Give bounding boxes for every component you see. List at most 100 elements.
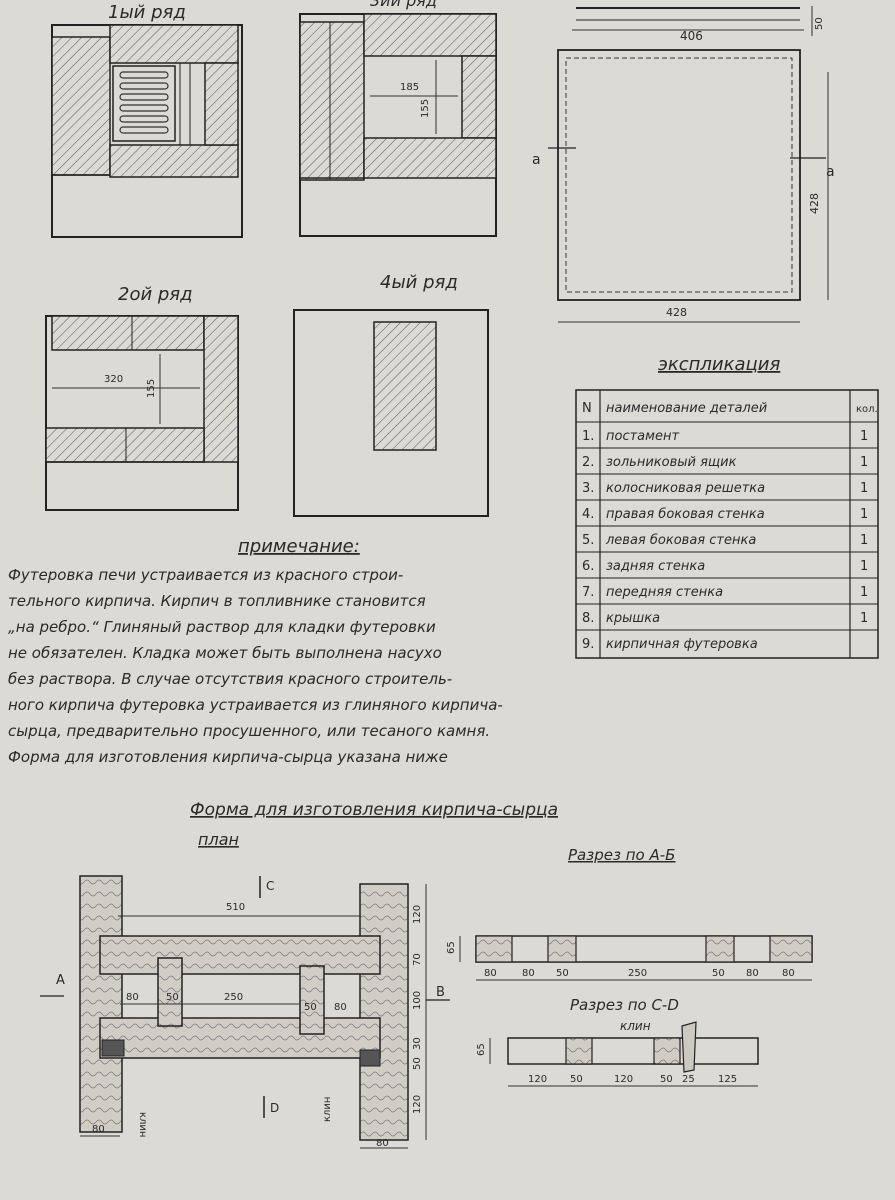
- note-line-6: ного кирпича футеровка устраивается из г…: [8, 696, 503, 714]
- row-qty: 1: [860, 533, 868, 548]
- dim-v3: 100: [412, 991, 423, 1010]
- ab-dim-2: 80: [522, 968, 535, 979]
- dim-left-w: 80: [126, 992, 139, 1003]
- row-name: колосниковая решетка: [606, 481, 765, 496]
- mold-section: Форма для изготовления кирпича-сырца пла…: [190, 800, 675, 864]
- row-number: 8.: [582, 611, 594, 626]
- dim-v1: 120: [412, 905, 423, 924]
- lid-outline: [557, 49, 801, 301]
- row-name: передняя стенка: [606, 585, 723, 600]
- ab-dim-height: 65: [446, 941, 457, 954]
- row1-title: 1ый ряд: [108, 2, 186, 23]
- note-line-3: „на ребро.“ Глиняный раствор для кладки …: [8, 618, 436, 636]
- wedge-label: клин: [620, 1019, 651, 1033]
- left-block: [157, 957, 183, 1027]
- right-board: [359, 883, 409, 1141]
- row-qty: 1: [860, 481, 868, 496]
- row-qty: 1: [860, 611, 868, 626]
- table-row: 6. задняя стенка 1: [582, 559, 868, 574]
- wedge-right: [359, 1049, 381, 1067]
- cd-dim-4: 50: [660, 1074, 673, 1085]
- lid-dim-top: 406: [680, 29, 703, 43]
- row-number: 3.: [582, 481, 594, 496]
- row1-right-brick: [204, 62, 239, 146]
- mark-d: D: [270, 1101, 279, 1115]
- row-qty: 1: [860, 507, 868, 522]
- explication-header-name: наименование деталей: [606, 401, 767, 416]
- section-mark-right: a: [826, 164, 835, 180]
- left-board: [79, 875, 123, 1133]
- mark-a: А: [56, 973, 65, 988]
- table-row: 7. передняя стенка 1: [582, 585, 868, 600]
- ab-dim-6: 80: [746, 968, 759, 979]
- explication-header-qty: кол.: [856, 404, 878, 415]
- row3-dim-height: 155: [420, 99, 431, 118]
- row-name: зольниковый ящик: [606, 455, 737, 470]
- section-mark-left: a: [532, 152, 541, 168]
- row-number: 9.: [582, 637, 594, 652]
- row-name: задняя стенка: [606, 559, 705, 574]
- mold-plan: 510 80 50 250 50 80 80 80 120 70 100 30 …: [40, 875, 450, 1149]
- row2-dim-height: 155: [146, 379, 157, 398]
- dim-left-pad: 50: [166, 992, 179, 1003]
- row4-plan: 4ый ряд: [293, 272, 489, 517]
- mark-b: В: [436, 985, 445, 1000]
- dim-overall: 510: [226, 902, 245, 913]
- bottom-rail: [99, 1017, 381, 1059]
- grate-icon: [112, 65, 176, 142]
- section-ab-body: [475, 935, 813, 963]
- row3-right-brick: [461, 55, 497, 139]
- row1-left-brick: [51, 36, 111, 176]
- note-line-7: сырца, предварительно просушенного, или …: [8, 722, 490, 740]
- mark-c: С: [266, 879, 274, 893]
- row3-dim-width: 185: [400, 82, 419, 93]
- row-name: кирпичная футеровка: [606, 637, 758, 652]
- dim-v6: 120: [412, 1095, 423, 1114]
- row-qty: 1: [860, 455, 868, 470]
- table-row: 2. зольниковый ящик 1: [582, 455, 868, 470]
- lid-dim-side: 428: [808, 193, 821, 214]
- lid-inner-dashed: [565, 57, 793, 293]
- section-cd: Разрез по С-D клин 65 120 50 120 50 25 1…: [476, 996, 759, 1087]
- row1-plan: 1ый ряд: [51, 2, 243, 238]
- note-block: примечание: Футеровка печи устраивается …: [8, 536, 503, 766]
- dim-v2: 70: [412, 953, 423, 966]
- row4-brick: [373, 321, 437, 451]
- cd-dim-height: 65: [476, 1043, 487, 1056]
- row-name: левая боковая стенка: [605, 533, 756, 548]
- dim-v5: 50: [412, 1057, 423, 1070]
- row2-dim-width: 320: [104, 374, 123, 385]
- row-qty: 1: [860, 585, 868, 600]
- row3-plan: 3ий ряд 185 155: [299, 0, 497, 237]
- cd-dim-6: 125: [718, 1074, 737, 1085]
- top-rail: [99, 935, 381, 975]
- section-ab: 65 80 80 50 250 50 80 80: [446, 935, 813, 981]
- grate-slots: [119, 71, 169, 134]
- row-number: 2.: [582, 455, 594, 470]
- lid-dim-thick: 50: [814, 17, 825, 30]
- explication-table: [575, 389, 879, 659]
- dim-bottom-left: 80: [92, 1124, 105, 1135]
- row3-left-brick: [299, 21, 365, 181]
- explication-title: экспликация: [658, 354, 780, 375]
- section-ab-label: Разрез по А-Б: [568, 846, 675, 864]
- lid-dim-bottom: 428: [666, 306, 687, 319]
- table-row: 3. колосниковая решетка 1: [582, 481, 868, 496]
- dim-right-pad: 50: [304, 1002, 317, 1013]
- cd-dim-2: 50: [570, 1074, 583, 1085]
- ab-dim-4: 250: [628, 968, 647, 979]
- wedge-left-label: клин: [137, 1112, 148, 1137]
- cd-dim-1: 120: [528, 1074, 547, 1085]
- row2-title: 2ой ряд: [118, 284, 193, 305]
- section-cd-label: Разрез по С-D: [570, 996, 679, 1014]
- note-line-8: Форма для изготовления кирпича-сырца ука…: [8, 748, 448, 766]
- table-row: 4. правая боковая стенка 1: [582, 507, 868, 522]
- row-name: правая боковая стенка: [606, 507, 765, 522]
- row1-bottom-brick: [109, 144, 239, 178]
- row-number: 4.: [582, 507, 594, 522]
- dim-bottom-right: 80: [376, 1138, 389, 1149]
- row2-right-brick: [203, 315, 239, 463]
- ab-dim-3: 50: [556, 968, 569, 979]
- right-block: [299, 965, 325, 1035]
- note-line-4: не обязателен. Кладка может быть выполне…: [8, 644, 442, 662]
